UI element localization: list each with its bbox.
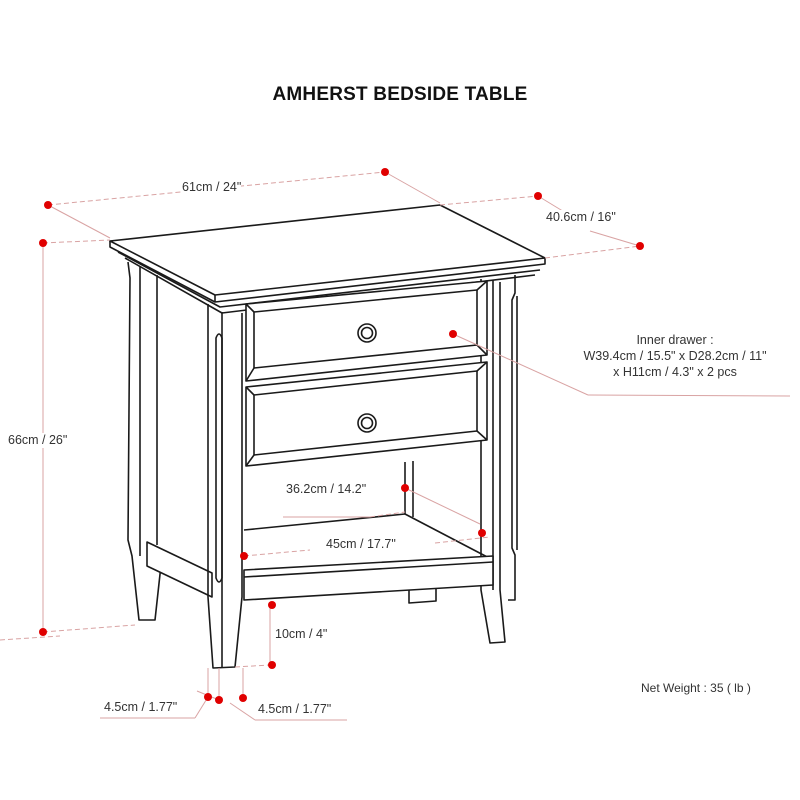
net-weight: Net Weight : 35 ( lb ) <box>641 681 751 695</box>
inner-drawer-line2: x H11cm / 4.3" x 2 pcs <box>613 365 737 379</box>
shelf-depth-dimension: 36.2cm / 14.2" <box>286 482 367 496</box>
dimension-markers <box>39 168 644 704</box>
diagram-title: AMHERST BEDSIDE TABLE <box>272 84 528 105</box>
dimension-lines <box>0 171 791 721</box>
leg-right-dimension: 4.5cm / 1.77" <box>258 702 332 716</box>
width-dimension: 61cm / 24" <box>182 180 242 195</box>
inner-drawer-spec: Inner drawer : W39.4cm / 15.5" x D28.2cm… <box>560 332 790 380</box>
leg-left-dimension: 4.5cm / 1.77" <box>104 700 178 714</box>
shelf-width-dimension: 45cm / 17.7" <box>326 537 396 552</box>
inner-drawer-line1: W39.4cm / 15.5" x D28.2cm / 11" <box>583 349 767 363</box>
clearance-dimension: 10cm / 4" <box>275 627 328 641</box>
inner-drawer-label: Inner drawer : <box>636 333 714 347</box>
table-outline <box>109 204 546 669</box>
depth-dimension: 40.6cm / 16" <box>546 210 616 225</box>
height-dimension: 66cm / 26" <box>8 433 68 448</box>
